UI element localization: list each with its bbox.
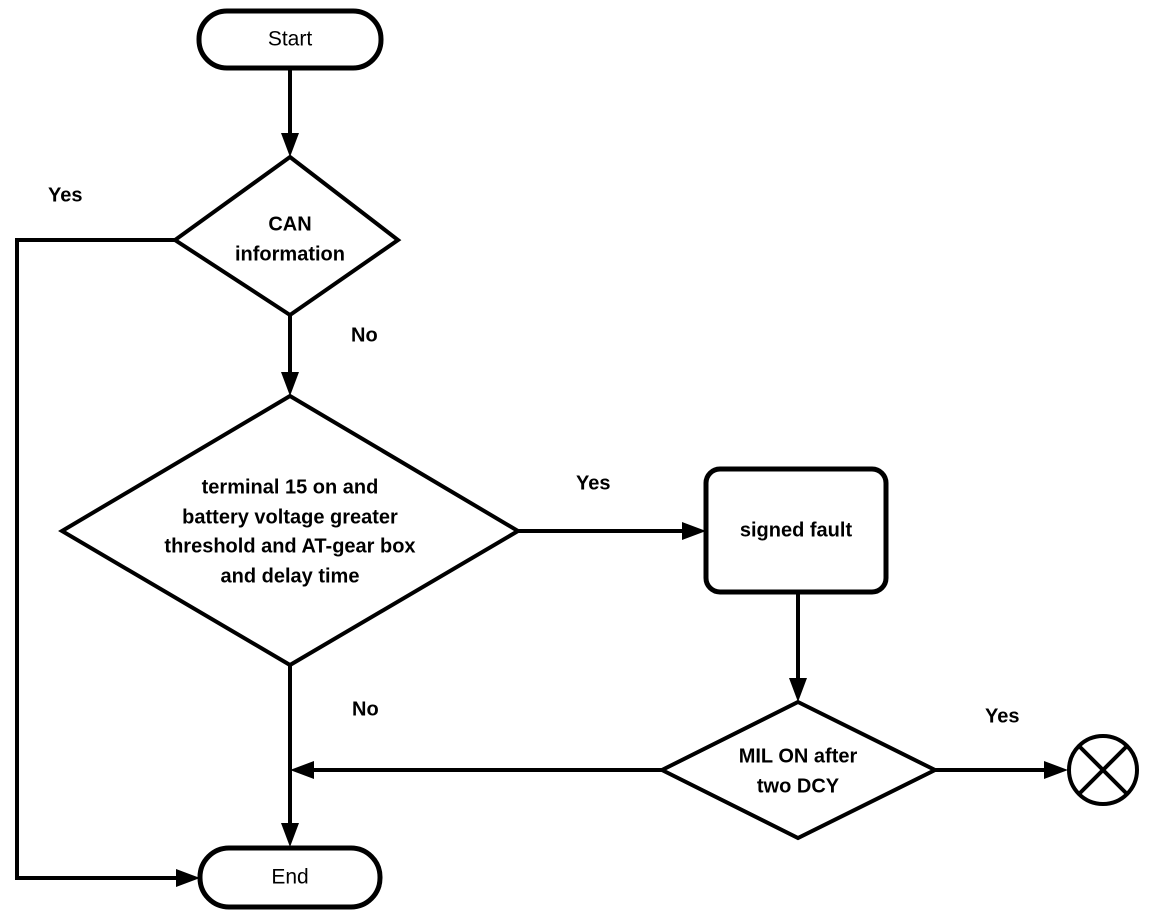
edge-label-can-no: No: [351, 324, 378, 346]
can-decision-label-line2: information: [235, 243, 345, 265]
condition-decision-label-line3: threshold and AT-gear box: [164, 535, 415, 557]
edge-label-condition-yes: Yes: [576, 472, 610, 494]
connector-condition-yes-to-signed-fault: [518, 522, 706, 540]
node-end[interactable]: End: [197, 845, 383, 910]
mil-decision-label-line1: MIL ON after: [739, 745, 858, 767]
edge-label-mil-yes: Yes: [985, 705, 1019, 727]
connector-mil-no-to-end-line: [290, 761, 662, 779]
connector-condition-no-to-end: [281, 665, 299, 847]
mil-decision-label-line2: two DCY: [757, 775, 840, 797]
edge-label-can-yes: Yes: [48, 184, 82, 206]
start-label: Start: [268, 28, 313, 51]
condition-decision-shape: [58, 393, 522, 668]
signed-fault-label: signed fault: [740, 519, 853, 541]
end-shape: [197, 845, 383, 910]
end-label: End: [271, 866, 308, 889]
node-stop-symbol[interactable]: [1067, 734, 1139, 806]
node-signed-fault[interactable]: signed fault: [703, 466, 889, 595]
connector-mil-yes-to-stop: [935, 761, 1068, 779]
node-mil-decision[interactable]: MIL ON after two DCY: [657, 699, 940, 841]
can-decision-shape: [171, 154, 402, 318]
connector-signed-fault-to-mil: [789, 592, 807, 702]
can-decision-label-line1: CAN: [268, 213, 311, 235]
connector-start-to-can: [281, 68, 299, 157]
node-start[interactable]: Start: [196, 8, 384, 71]
start-shape: [196, 8, 384, 71]
condition-decision-label-line1: terminal 15 on and: [202, 476, 379, 498]
edge-label-condition-no: No: [352, 698, 379, 720]
cross-stroke-b: [1077, 744, 1129, 796]
condition-decision-label-line2: battery voltage greater: [182, 506, 398, 528]
connector-can-yes-to-end: [15, 238, 200, 887]
node-condition-decision[interactable]: terminal 15 on and battery voltage great…: [58, 393, 522, 668]
mil-decision-shape: [657, 699, 940, 841]
condition-decision-label-line4: and delay time: [221, 565, 360, 587]
signed-fault-shape: [703, 466, 889, 595]
node-can-decision[interactable]: CAN information: [171, 154, 402, 318]
connector-can-no-to-condition: [281, 315, 299, 396]
